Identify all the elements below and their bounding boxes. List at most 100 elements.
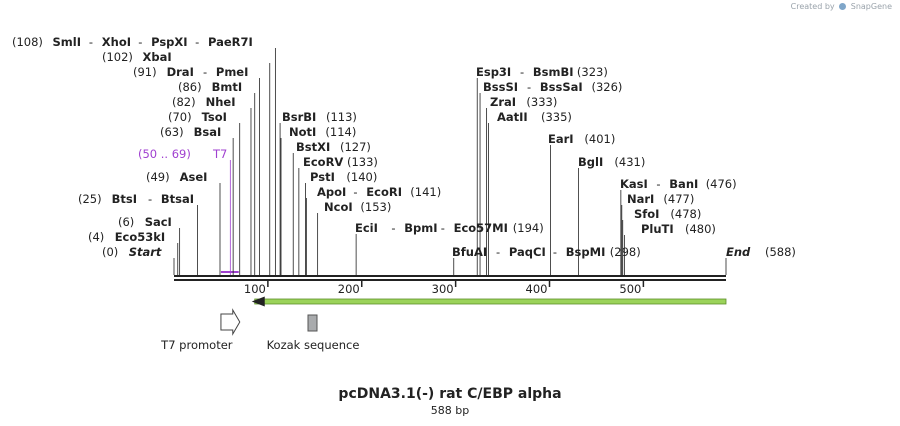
site-label-left-text: - [138, 35, 142, 49]
t7-promoter-label: T7 promoter [160, 338, 233, 352]
site-label-right-text: PluTI [641, 222, 674, 236]
site-label-left-text: (86) [178, 80, 202, 94]
site-label-right-text: ZraI [490, 95, 516, 109]
site-label-right-text: - [656, 177, 660, 191]
snapgene-logo-icon [839, 3, 847, 10]
site-label-left-text: NheI [206, 95, 236, 109]
site-label-right-text: (333) [526, 95, 557, 109]
ruler-tick-label: 200 [338, 282, 360, 296]
site-label-right-text: KasI [620, 177, 648, 191]
site-label-right-text: EciI [355, 221, 378, 235]
site-label-right-text: (323) [577, 65, 608, 79]
site-label-left-text: - [195, 35, 199, 49]
site-label-right-text: ApoI [317, 185, 346, 199]
site-label-right-text: EcoRV [303, 155, 343, 169]
site-label-left-text: (25) [78, 192, 102, 206]
site-label-left-text: (4) [88, 230, 104, 244]
site-label-right-text: (133) [347, 155, 378, 169]
site-label-left-text: XbaI [143, 50, 172, 64]
site-label-right-text: (431) [614, 155, 645, 169]
site-label-left-text: (91) [133, 65, 157, 79]
site-label-right-text: BsmBI [533, 65, 574, 79]
site-label-left-text: BtsI [112, 192, 137, 206]
site-label-left-text: Eco53kI [115, 230, 166, 244]
site-label-left-text: Start [129, 245, 162, 259]
site-label-left-text: (6) [118, 215, 134, 229]
site-label-right-text: Eco57MI [454, 221, 508, 235]
site-label-left-text: - [203, 65, 207, 79]
site-label-right-text: (127) [340, 140, 371, 154]
site-label-right-text: NarI [627, 192, 654, 206]
site-label-right-text: (114) [325, 125, 356, 139]
site-label-left-text: (49) [146, 170, 170, 184]
site-label-right-text: Esp3I [476, 65, 511, 79]
site-label-right-text: BsrBI [282, 110, 316, 124]
site-label-left-text: PmeI [216, 65, 249, 79]
site-label-left-text: SacI [145, 215, 172, 229]
ruler-tick-label: 100 [244, 282, 266, 296]
ruler-tick-label: 400 [526, 282, 548, 296]
site-label-right-text: (335) [541, 110, 572, 124]
kozak-label: Kozak sequence [267, 338, 360, 352]
site-label-left-text: - [148, 192, 152, 206]
site-label-right-text: BglI [578, 155, 603, 169]
site-label-left-text: PaeR7I [208, 35, 253, 49]
site-label-left-text: AseI [180, 170, 208, 184]
site-label-right-text: (478) [670, 207, 701, 221]
site-label-right-text: PaqCI [509, 245, 546, 259]
site-label-right-text: - [391, 221, 395, 235]
site-label-left-text: BsaI [194, 125, 222, 139]
site-label-right-text: BstXI [296, 140, 330, 154]
ruler-tick-label: 500 [619, 282, 641, 296]
ruler-tick-label: 300 [432, 282, 454, 296]
site-label-right-text: BpmI [404, 221, 437, 235]
site-label-right-text: - [441, 221, 445, 235]
site-label-left-text: BtsaI [161, 192, 194, 206]
site-label-right-text: (298) [610, 245, 641, 259]
site-label-right-text: BssSaI [540, 80, 583, 94]
credit-text: Created by [790, 2, 835, 11]
site-label-left-text: - [89, 35, 93, 49]
orf-arrowhead [251, 296, 265, 307]
site-label-left-text: (108) [12, 35, 43, 49]
kozak-box [307, 314, 318, 332]
site-label-left-text: TsoI [202, 110, 227, 124]
site-label-left-text: DraI [167, 65, 194, 79]
end-label: End [726, 245, 751, 259]
end-position: (588) [765, 245, 796, 259]
site-label-left-text: (82) [172, 95, 196, 109]
site-label-right-text: BssSI [483, 80, 518, 94]
site-label-right-text: NcoI [324, 200, 353, 214]
site-label-right-text: BspMI [566, 245, 606, 259]
site-label-right-text: (326) [592, 80, 623, 94]
site-label-left-text: (50 .. 69) [138, 147, 191, 161]
site-label-left-text: (63) [160, 125, 184, 139]
snapgene-credit: Created by SnapGene [791, 2, 892, 11]
site-label-right-text: (153) [360, 200, 391, 214]
site-label-right-text: (141) [410, 185, 441, 199]
site-label-right-text: EcoRI [366, 185, 402, 199]
site-label-right-text: BfuAI [452, 245, 487, 259]
site-label-right-text: (113) [326, 110, 357, 124]
site-label-right-text: - [553, 245, 557, 259]
site-label-left-text: XhoI [102, 35, 131, 49]
site-label-right-text: (480) [685, 222, 716, 236]
site-label-right-text: (140) [346, 170, 377, 184]
site-label-right-text: (476) [706, 177, 737, 191]
site-label-right-text: (401) [584, 132, 615, 146]
site-label-left-text: SmlI [53, 35, 82, 49]
site-label-left-text: PspXI [151, 35, 187, 49]
map-length: 588 bp [430, 404, 470, 417]
site-label-right-text: BanI [669, 177, 698, 191]
site-label-right-text: PstI [310, 170, 335, 184]
site-label-right-text: - [520, 65, 524, 79]
site-label-right-text: AatII [497, 110, 528, 124]
orf-bar [254, 298, 727, 305]
sequence-map: 100 200 300 400 500 T7 promoter Kozak sequence… [12, 35, 796, 352]
site-label-right-text: NotI [289, 125, 316, 139]
site-label-right-text: - [496, 245, 500, 259]
map-title: pcDNA3.1(-) rat C/EBP alpha [338, 386, 562, 402]
site-label-left-text: (0) [102, 245, 118, 259]
site-label-right-text: SfoI [634, 207, 659, 221]
site-label-right-text: - [353, 185, 357, 199]
